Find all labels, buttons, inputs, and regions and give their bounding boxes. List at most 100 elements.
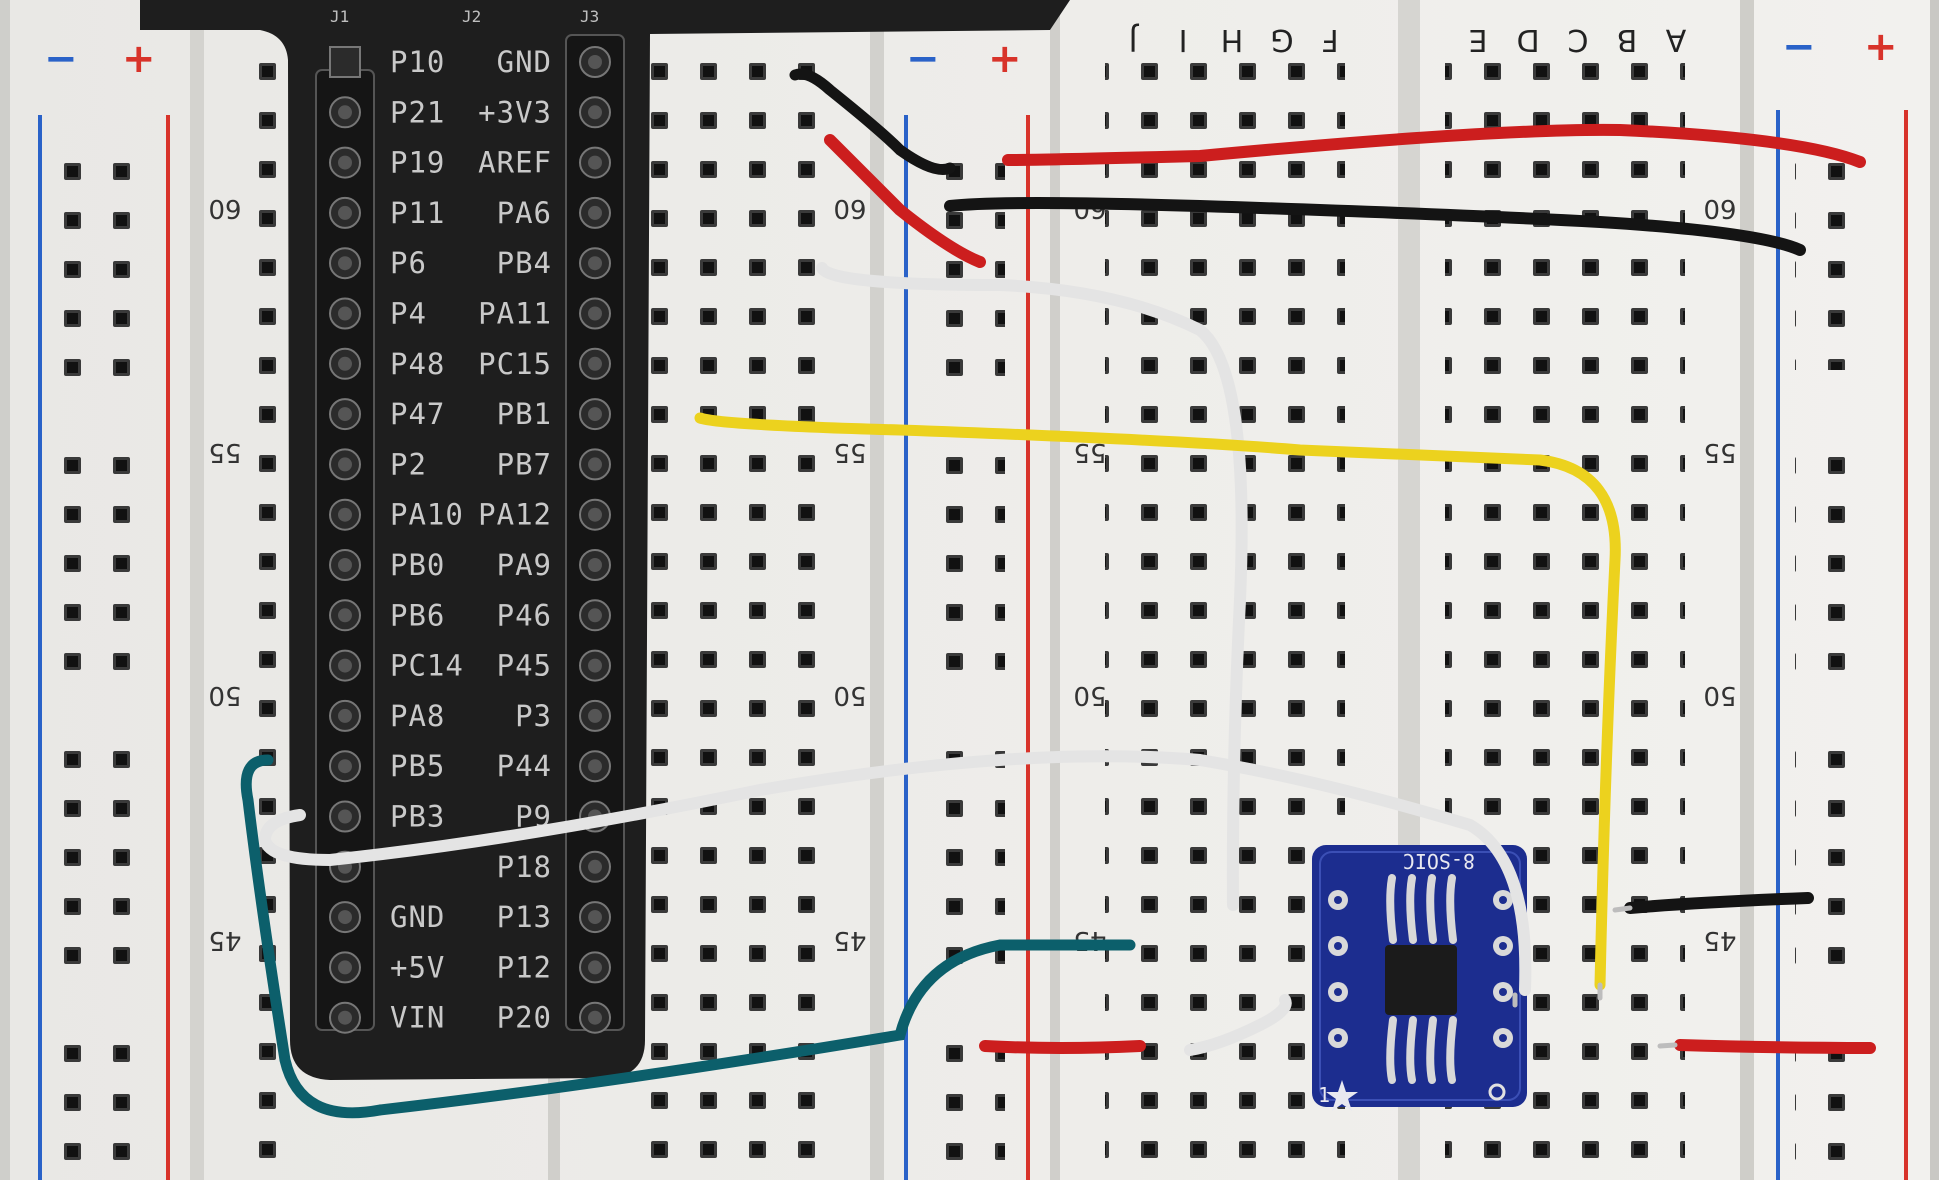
header-pin-hole xyxy=(588,306,602,321)
header-pin-hole xyxy=(338,356,352,371)
header-pin-hole xyxy=(588,910,602,925)
row-number: 60 xyxy=(208,193,241,223)
right-pin-label: PC15 xyxy=(478,347,552,381)
header-board: P10P21P19P11P6P4P48P47P2PA10PB0PB6PC14PA… xyxy=(140,0,1070,1080)
wire-black-top xyxy=(789,68,956,175)
right-pin-label: P46 xyxy=(497,598,552,632)
header-pin-hole xyxy=(338,558,352,572)
soic-adapter-board: 8-SOIC 1 xyxy=(1312,845,1527,1111)
row-number: 55 xyxy=(833,437,866,467)
rail-plus-sign-center: + xyxy=(988,36,1022,82)
header-pin-hole xyxy=(588,859,602,874)
left-pin-label: P47 xyxy=(390,397,445,431)
row-number: 45 xyxy=(208,925,241,955)
header-pins xyxy=(329,46,611,1034)
right-pin-label: P18 xyxy=(497,850,552,884)
row-number: 55 xyxy=(208,437,241,467)
column-letter: I xyxy=(1179,22,1188,57)
left-pin-label: PB6 xyxy=(390,598,445,632)
left-pin-label: P4 xyxy=(390,297,427,331)
header-pin-hole xyxy=(588,205,602,220)
left-pin-label: PB3 xyxy=(390,800,445,834)
header-pin-hole xyxy=(588,658,602,673)
header-pin-hole xyxy=(338,457,352,472)
left-pin-label: PB0 xyxy=(390,548,445,582)
wires xyxy=(240,68,1876,1119)
left-pin-label: P2 xyxy=(390,447,427,481)
row-number: 60 xyxy=(833,193,866,223)
wire-white-vertical xyxy=(816,262,1248,911)
column-letter: B xyxy=(1617,22,1638,57)
header-pin-hole xyxy=(338,1010,352,1025)
right-pin-label: P12 xyxy=(497,950,552,984)
row-number: 50 xyxy=(208,680,241,710)
right-pin-label: P13 xyxy=(497,900,552,934)
header-pin-hole xyxy=(588,759,602,774)
header-pin-hole xyxy=(338,407,352,422)
left-pin-label: GND xyxy=(390,900,445,934)
header-pin-hole xyxy=(588,558,602,572)
header-pin-hole xyxy=(588,708,602,723)
right-pin-label: PB4 xyxy=(497,246,552,280)
wire-red-short-center xyxy=(979,1040,1146,1054)
right-pin-label: PA11 xyxy=(478,297,552,331)
wire-red-diagonal xyxy=(824,134,986,268)
right-pin-label: P20 xyxy=(497,1001,552,1035)
right-pin-label: PA12 xyxy=(478,498,552,532)
rail-minus-sign-right: − xyxy=(1782,24,1816,70)
adapter-label: 8-SOIC xyxy=(1403,849,1475,873)
left-pin-label: P11 xyxy=(390,196,445,230)
header-pin-hole xyxy=(338,658,352,673)
column-letter: J xyxy=(1129,22,1140,57)
rail-plus-sign-left: + xyxy=(122,36,156,82)
column-letter: H xyxy=(1221,22,1244,57)
right-pin-label: PB1 xyxy=(497,397,552,431)
column-letter: G xyxy=(1270,22,1293,57)
adapter-pin1-mark: 1 xyxy=(1318,1083,1330,1107)
right-pin-label: PB7 xyxy=(497,447,552,481)
wire-yellow xyxy=(694,412,1621,991)
header-pin-hole xyxy=(588,155,602,170)
header-pin-hole xyxy=(338,155,352,170)
left-pin-label: P10 xyxy=(390,45,445,79)
left-pin-labels: P10P21P19P11P6P4P48P47P2PA10PB0PB6PC14PA… xyxy=(390,45,464,1035)
row-number: 45 xyxy=(1703,925,1736,955)
right-power-rail: − + xyxy=(1776,24,1908,1180)
header-pin-hole xyxy=(338,507,352,522)
rail-minus-sign-center: − xyxy=(906,36,940,82)
right-pin-label: P3 xyxy=(515,699,552,733)
left-pin-label: PB5 xyxy=(390,749,445,783)
right-pin-label: PA6 xyxy=(497,196,552,230)
column-letter: A xyxy=(1665,22,1686,57)
row-number: 60 xyxy=(1703,193,1736,223)
left-pin-label: +5V xyxy=(390,950,445,984)
left-pin-label: P19 xyxy=(390,146,445,180)
column-letter: E xyxy=(1469,22,1488,57)
header-pin-hole xyxy=(338,256,352,271)
wire-red-short-right xyxy=(1674,1039,1876,1054)
column-letter: C xyxy=(1568,22,1589,57)
header-pin-hole xyxy=(588,960,602,975)
header-pin-hole xyxy=(588,356,602,371)
left-pin-label: VIN xyxy=(390,1001,445,1035)
right-pin-label: P44 xyxy=(497,749,552,783)
left-pin-label: PA10 xyxy=(390,498,464,532)
left-pin-label: P48 xyxy=(390,347,445,381)
left-power-rail: − + xyxy=(38,36,170,1180)
left-pin-label: P6 xyxy=(390,246,427,280)
header-pin-hole xyxy=(588,608,602,623)
wire-black-long xyxy=(944,197,1806,256)
rail-plus-sign-right: + xyxy=(1864,24,1898,70)
header-pin-hole xyxy=(588,105,602,120)
header-label-j2: J2 xyxy=(462,7,481,26)
header-pin-hole xyxy=(338,809,352,824)
wire-red-long xyxy=(1002,123,1866,168)
header-pin-hole xyxy=(338,105,352,120)
row-number: 45 xyxy=(833,925,866,955)
row-number: 50 xyxy=(1073,680,1106,710)
right-pin-label: +3V3 xyxy=(478,95,552,129)
adapter-pin1-dot xyxy=(1488,1083,1506,1101)
adapter-pads xyxy=(1328,890,1513,1048)
right-pin-label: AREF xyxy=(478,146,552,180)
